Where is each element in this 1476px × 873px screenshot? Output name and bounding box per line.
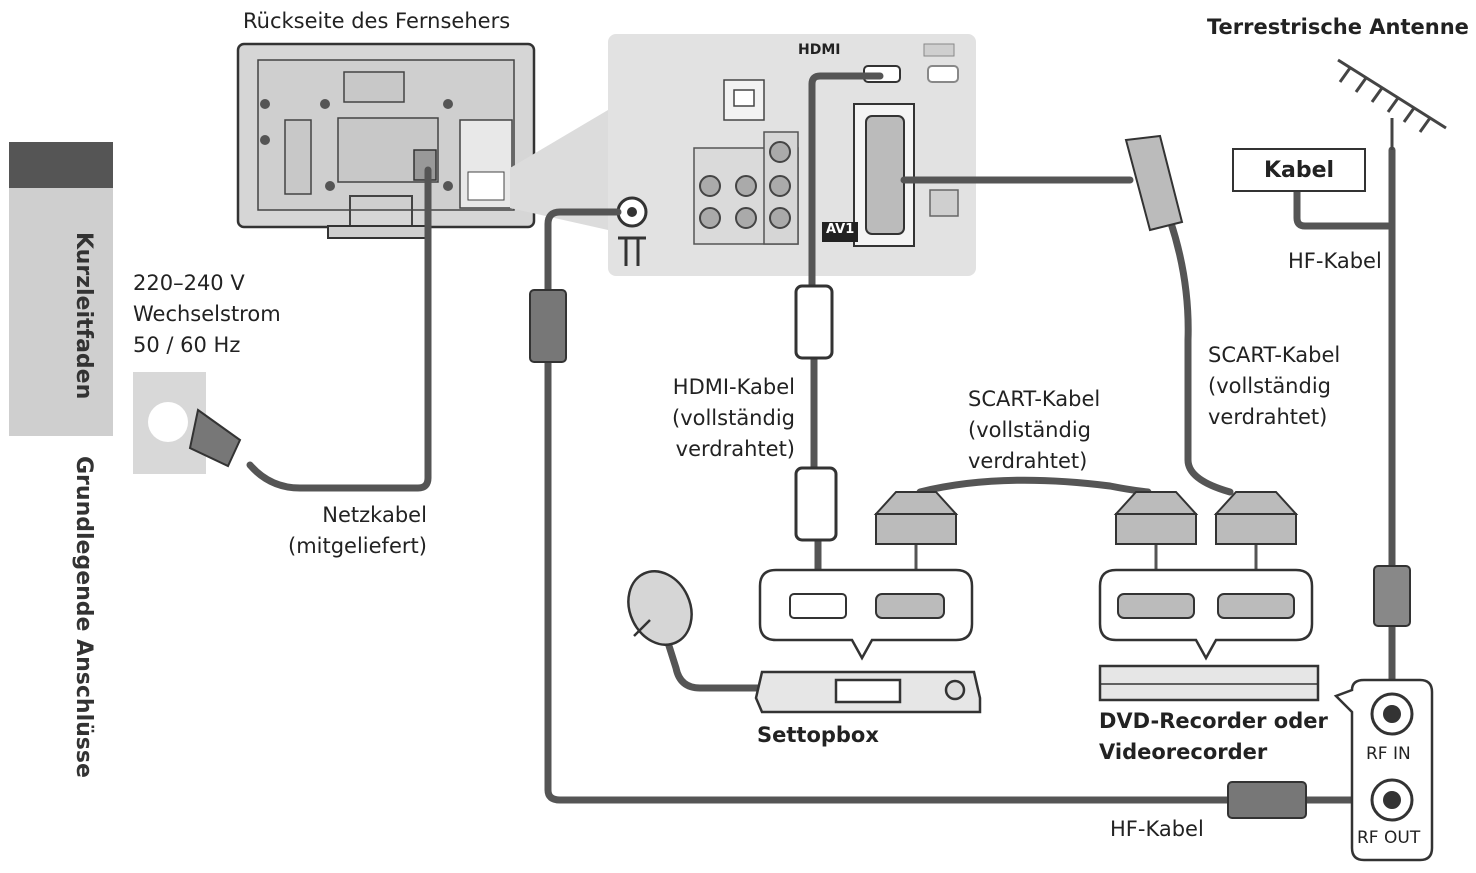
hdmi-cable-tv: [808, 72, 884, 290]
hf-plug-bottom: [1227, 781, 1307, 819]
side-tab-quick-guide: [9, 188, 113, 436]
antenna-icon: [1337, 58, 1447, 150]
scart-plug-stb: [873, 491, 959, 545]
av1-label: AV1: [826, 222, 855, 237]
connectors: [133, 134, 1411, 819]
scart-plug-dvd-1: [1113, 491, 1199, 545]
hf-plug-antenna: [1373, 565, 1411, 627]
scart-plug-tv: [1124, 134, 1184, 232]
satellite-cable: [660, 626, 764, 692]
hf-cable-tv: [544, 208, 622, 294]
rf-out-label: RF OUT: [1357, 828, 1421, 848]
cable-box: Kabel: [1232, 148, 1366, 192]
settopbox-label: Settopbox: [757, 723, 879, 747]
dvd-recorder-device: [1098, 664, 1320, 702]
stb-callout: [758, 568, 974, 661]
hf-plug-tv: [529, 289, 567, 363]
dvd-callout: [1098, 568, 1314, 661]
hf-cable-bottom-label: HF-Kabel: [1110, 817, 1204, 841]
hf-cable-top-label: HF-Kabel: [1288, 249, 1382, 273]
hdmi-plug-tv: [794, 284, 834, 360]
callout-ports: [789, 593, 1414, 822]
mains-cable-label: Netzkabel(mitgeliefert): [288, 503, 427, 558]
rf-in-label: RF IN: [1366, 744, 1411, 764]
tv-rear: [236, 42, 536, 239]
callouts: [758, 568, 1434, 862]
tv-back-label: Rückseite des Fernsehers: [243, 9, 511, 33]
terminal-panel: HDMI: [608, 34, 976, 276]
settopbox-device: [754, 670, 982, 714]
side-tab-quick-guide-label: Kurzleitfaden: [71, 232, 96, 400]
scart-cable-right: [1166, 216, 1234, 496]
hf-cable-bottom: [544, 356, 1232, 804]
scart-cable-middle: [916, 476, 1152, 496]
hdmi-plug-stb: [794, 466, 838, 542]
power-plug: [188, 408, 242, 468]
satellite-dish-icon: [627, 570, 693, 646]
cable-kabel: [1293, 184, 1396, 230]
zoom-wedge: [510, 110, 608, 230]
side-tab-basic-connections-label: Grundlegende Anschlüsse: [71, 456, 96, 778]
scart-plug-dvd-2: [1213, 491, 1299, 545]
side-tab-header: [9, 142, 113, 188]
svg-text:HDMI: HDMI: [798, 42, 840, 58]
mains-cable: [246, 166, 432, 492]
antenna-label: Terrestrische Antenne: [1207, 15, 1469, 39]
